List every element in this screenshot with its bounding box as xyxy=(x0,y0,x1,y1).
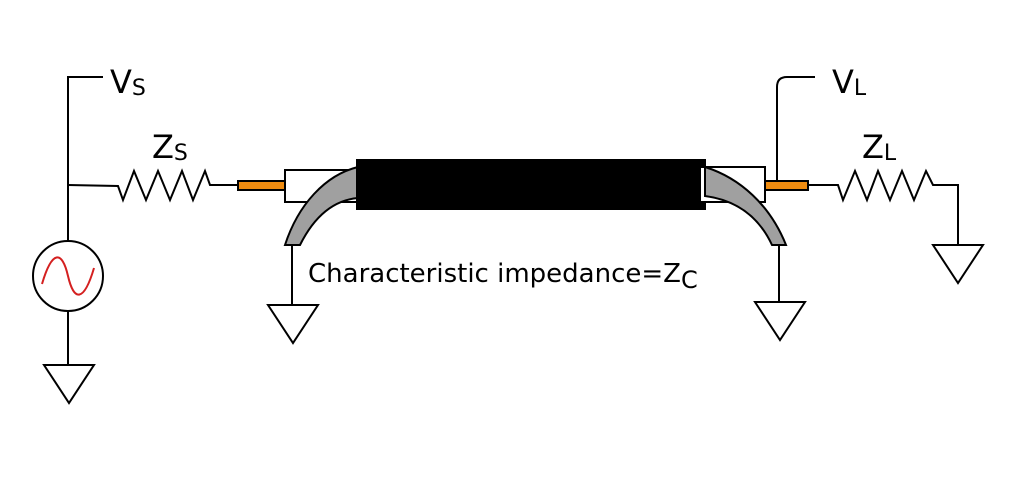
left-center-conductor xyxy=(237,180,286,191)
ground-icon xyxy=(42,364,96,405)
characteristic-impedance-caption: Characteristic impedance=ZC xyxy=(308,259,698,294)
zl-label: ZL xyxy=(862,128,897,166)
ground-icon xyxy=(753,301,807,342)
vs-wire xyxy=(67,76,103,241)
zs-resistor xyxy=(67,168,238,203)
vl-wire xyxy=(776,76,815,181)
zl-resistor xyxy=(808,168,959,245)
right-center-conductor xyxy=(764,180,809,191)
coax-cable xyxy=(356,159,706,210)
vs-label: VS xyxy=(110,63,146,101)
ground-icon xyxy=(266,304,320,345)
zs-label: ZS xyxy=(152,128,188,166)
ground-icon xyxy=(931,244,985,285)
sine-icon xyxy=(41,256,95,296)
vl-label: VL xyxy=(832,63,867,101)
